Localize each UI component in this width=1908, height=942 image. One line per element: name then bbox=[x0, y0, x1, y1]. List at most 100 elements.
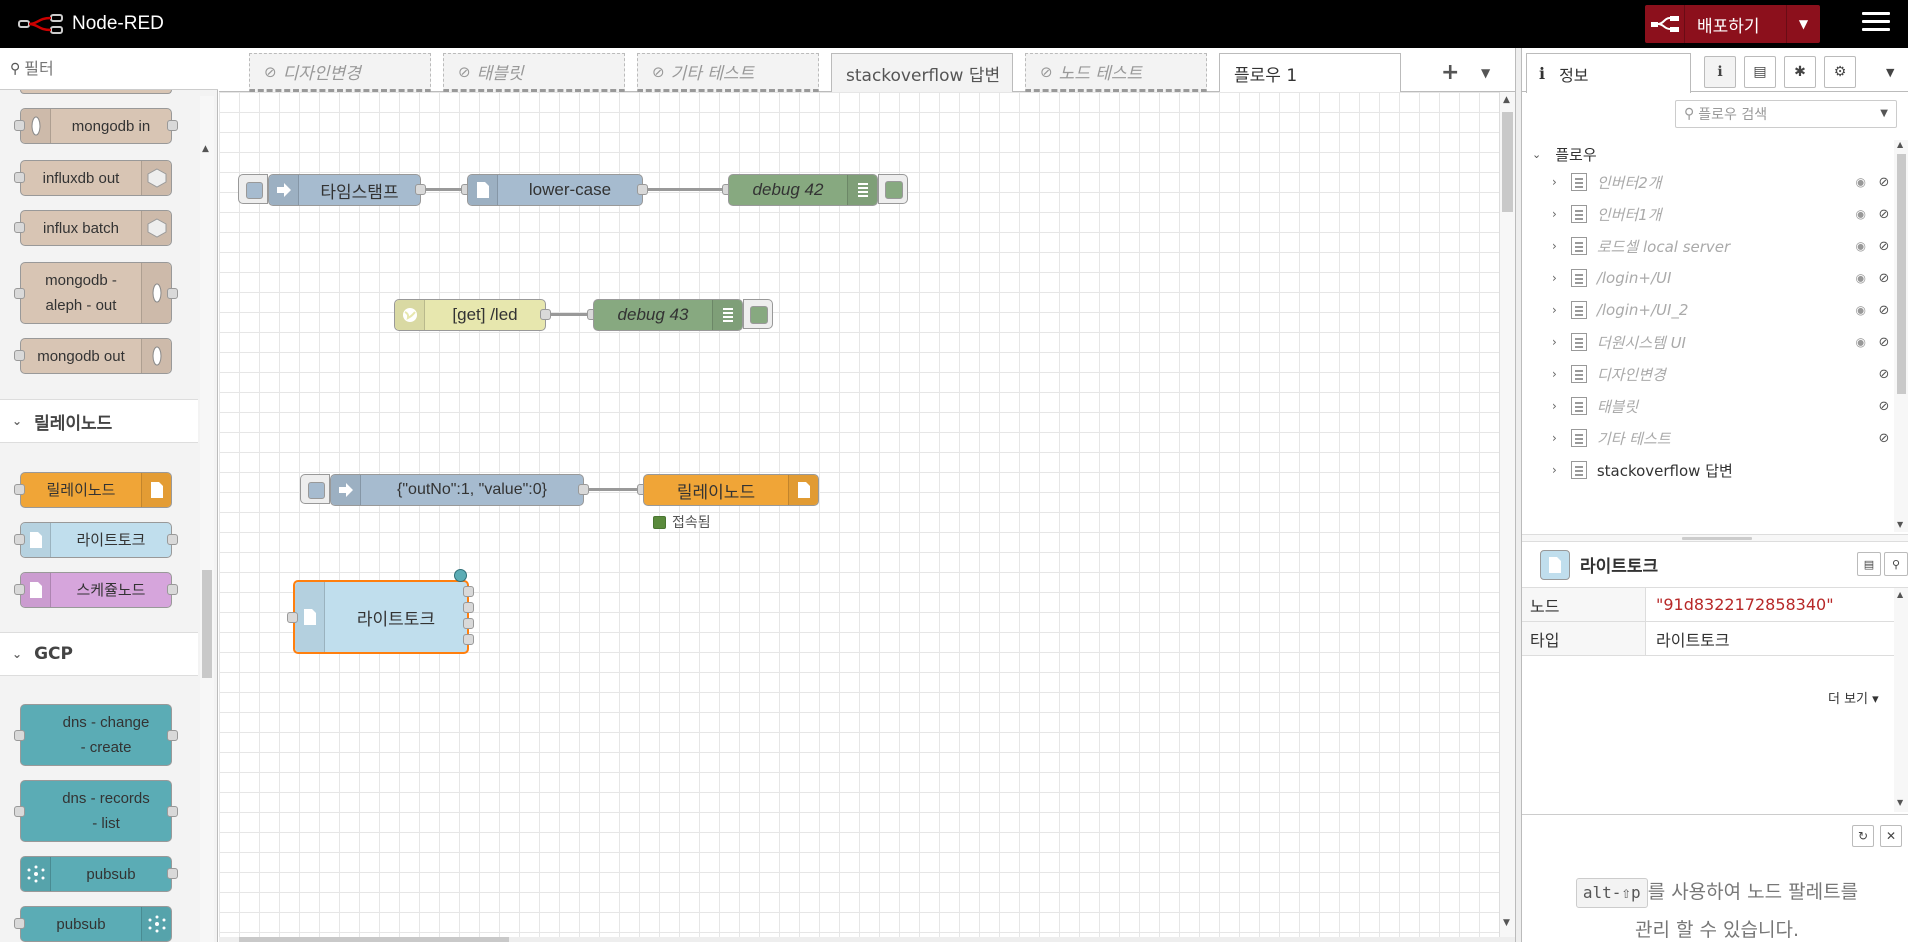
node-output-port[interactable] bbox=[463, 586, 474, 597]
palette-node-mongodb-aleph-out[interactable]: mongodb -aleph - out bbox=[20, 262, 172, 324]
disabled-icon[interactable]: ⊘ bbox=[1878, 398, 1890, 414]
disabled-icon[interactable]: ⊘ bbox=[1878, 334, 1890, 350]
tree-item-flow[interactable]: › 더원시스템 UI ◉ ⊘ bbox=[1552, 326, 1892, 358]
palette-node-lighttalk[interactable]: 라이트토크 bbox=[20, 522, 172, 558]
node-http-in[interactable]: [get] /led bbox=[394, 299, 546, 331]
main-menu-icon[interactable] bbox=[1862, 12, 1890, 36]
node-debug-43[interactable]: debug 43 bbox=[593, 299, 743, 331]
disabled-icon[interactable]: ⊘ bbox=[1878, 366, 1890, 382]
node-lighttalk-selected[interactable]: 라이트토크 bbox=[293, 580, 469, 654]
node-relay[interactable]: 릴레이노드 bbox=[643, 474, 819, 506]
node-output-port[interactable] bbox=[463, 618, 474, 629]
palette-node-pubsub-in[interactable]: pubsub bbox=[20, 856, 172, 892]
sidebar-config-button[interactable]: ⚙ bbox=[1824, 56, 1856, 88]
eye-slash-icon[interactable]: ◉ bbox=[1855, 207, 1866, 221]
tab-node-test[interactable]: ⊘노드 테스트 bbox=[1025, 53, 1207, 92]
disabled-icon[interactable]: ⊘ bbox=[1878, 430, 1890, 446]
node-debug-42[interactable]: debug 42 bbox=[728, 174, 878, 206]
refresh-icon[interactable]: ↻ bbox=[1852, 825, 1874, 847]
canvas-vertical-scrollbar[interactable]: ▲ ▼ bbox=[1499, 92, 1515, 937]
inject-trigger-button[interactable] bbox=[300, 474, 330, 504]
tree-item-flow[interactable]: › /login+/UI_2 ◉ ⊘ bbox=[1552, 294, 1892, 326]
node-lower-case[interactable]: lower-case bbox=[467, 174, 643, 206]
node-inject-outno[interactable]: {"outNo":1, "value":0} bbox=[330, 474, 584, 506]
canvas-scroll-thumb[interactable] bbox=[1502, 112, 1513, 212]
palette-node-mongodb-in[interactable]: mongodb in bbox=[20, 108, 172, 144]
tab-other-test[interactable]: ⊘기타 테스트 bbox=[637, 53, 819, 92]
scroll-up-icon[interactable]: ▲ bbox=[1897, 590, 1904, 599]
sidebar-info-button[interactable]: ℹ bbox=[1704, 56, 1736, 88]
palette-filter-input[interactable] bbox=[24, 59, 205, 78]
show-more-link[interactable]: 더 보기 ▾ bbox=[1828, 692, 1879, 707]
scroll-up-icon[interactable]: ▲ bbox=[1503, 95, 1510, 105]
disabled-icon[interactable]: ⊘ bbox=[1878, 206, 1890, 222]
palette-category-relay[interactable]: ⌄ 릴레이노드 bbox=[0, 399, 198, 443]
node-output-port[interactable] bbox=[463, 634, 474, 645]
tree-item-flow[interactable]: › 로드셀 local server ◉ ⊘ bbox=[1552, 230, 1892, 262]
node-output-port[interactable] bbox=[415, 184, 426, 195]
tab-flow-1[interactable]: 플로우 1 bbox=[1219, 53, 1401, 93]
node-output-port[interactable] bbox=[578, 484, 589, 495]
scroll-up-icon[interactable]: ▲ bbox=[1897, 140, 1904, 149]
scroll-down-icon[interactable]: ▼ bbox=[1897, 798, 1904, 807]
node-output-port[interactable] bbox=[463, 602, 474, 613]
palette-node-dns-change-create[interactable]: dns - change- create bbox=[20, 704, 172, 766]
wire[interactable] bbox=[426, 188, 467, 191]
chevron-down-icon[interactable]: ▼ bbox=[1880, 108, 1888, 119]
tab-stackoverflow[interactable]: stackoverflow 답변 bbox=[831, 53, 1013, 92]
sidebar-resize-handle[interactable] bbox=[1515, 48, 1522, 942]
wire[interactable] bbox=[648, 188, 728, 191]
eye-slash-icon[interactable]: ◉ bbox=[1855, 175, 1866, 189]
tree-item-flow[interactable]: › 디자인변경 ⊘ bbox=[1552, 358, 1892, 390]
wire[interactable] bbox=[551, 313, 593, 316]
wire[interactable] bbox=[589, 488, 643, 491]
eye-slash-icon[interactable]: ◉ bbox=[1855, 303, 1866, 317]
scroll-up-icon[interactable]: ▲ bbox=[202, 144, 209, 154]
sidebar-help-button[interactable]: ▤ bbox=[1744, 56, 1776, 88]
tree-item-flow[interactable]: › 기타 테스트 ⊘ bbox=[1552, 422, 1892, 454]
node-output-port[interactable] bbox=[540, 309, 551, 320]
tree-item-flow[interactable]: › stackoverflow 답변 bbox=[1552, 461, 1733, 480]
disabled-icon[interactable]: ⊘ bbox=[1878, 302, 1890, 318]
node-input-port[interactable] bbox=[287, 612, 298, 623]
node-info-scrollbar[interactable]: ▲ ▼ bbox=[1894, 588, 1908, 812]
deploy-button[interactable]: 배포하기 ▼ bbox=[1645, 5, 1820, 43]
debug-toggle-button[interactable] bbox=[743, 299, 773, 329]
eye-slash-icon[interactable]: ◉ bbox=[1855, 335, 1866, 349]
palette-node-dns-records-list[interactable]: dns - records- list bbox=[20, 780, 172, 842]
disabled-icon[interactable]: ⊘ bbox=[1878, 238, 1890, 254]
node-help-book-icon[interactable]: ▤ bbox=[1857, 552, 1881, 576]
palette-node-influx-batch[interactable]: influx batch bbox=[20, 210, 172, 246]
add-tab-icon[interactable]: + bbox=[1441, 60, 1460, 85]
node-search-icon[interactable]: ⚲ bbox=[1884, 552, 1908, 576]
tree-item-flow[interactable]: › 인버터1개 ◉ ⊘ bbox=[1552, 198, 1892, 230]
palette-node-relay[interactable]: 릴레이노드 bbox=[20, 472, 172, 508]
tree-root-flows[interactable]: ⌄ 플로우 bbox=[1532, 146, 1597, 164]
deploy-options-caret-icon[interactable]: ▼ bbox=[1786, 5, 1820, 43]
inject-trigger-button[interactable] bbox=[238, 174, 268, 204]
disabled-icon[interactable]: ⊘ bbox=[1878, 270, 1890, 286]
flow-tree-scroll-thumb[interactable] bbox=[1897, 154, 1906, 394]
tab-menu-caret-icon[interactable]: ▼ bbox=[1481, 66, 1491, 80]
workspace-canvas[interactable]: 타임스탬프 lower-case debug 42 [get] /led deb… bbox=[219, 92, 1499, 937]
palette-node-mongodb-out[interactable]: mongodb out bbox=[20, 338, 172, 374]
close-icon[interactable]: ✕ bbox=[1880, 825, 1902, 847]
sidebar-debug-button[interactable]: ✱ bbox=[1784, 56, 1816, 88]
eye-slash-icon[interactable]: ◉ bbox=[1855, 239, 1866, 253]
tab-info[interactable]: ℹ 정보 bbox=[1526, 53, 1691, 93]
tab-design-change[interactable]: ⊘디자인변경 bbox=[249, 53, 431, 92]
palette-scroll-thumb[interactable] bbox=[202, 570, 212, 678]
canvas-hscroll-thumb[interactable] bbox=[239, 937, 509, 942]
tab-tablet[interactable]: ⊘태블릿 bbox=[443, 53, 625, 92]
tree-item-flow[interactable]: › /login+/UI ◉ ⊘ bbox=[1552, 262, 1892, 294]
node-output-port[interactable] bbox=[637, 184, 648, 195]
palette-node-schedule[interactable]: 스케쥴노드 bbox=[20, 572, 172, 608]
sidebar-split-handle[interactable] bbox=[1522, 534, 1908, 542]
palette-node-influxdb-out[interactable]: influxdb out bbox=[20, 160, 172, 196]
palette-node-pubsub-out[interactable]: pubsub bbox=[20, 906, 172, 942]
flow-tree-scrollbar[interactable]: ▲ ▼ bbox=[1894, 140, 1908, 532]
scroll-down-icon[interactable]: ▼ bbox=[1897, 520, 1904, 529]
disabled-icon[interactable]: ⊘ bbox=[1878, 174, 1890, 190]
tree-item-flow[interactable]: › 태블릿 ⊘ bbox=[1552, 390, 1892, 422]
node-inject-timestamp[interactable]: 타임스탬프 bbox=[268, 174, 421, 206]
